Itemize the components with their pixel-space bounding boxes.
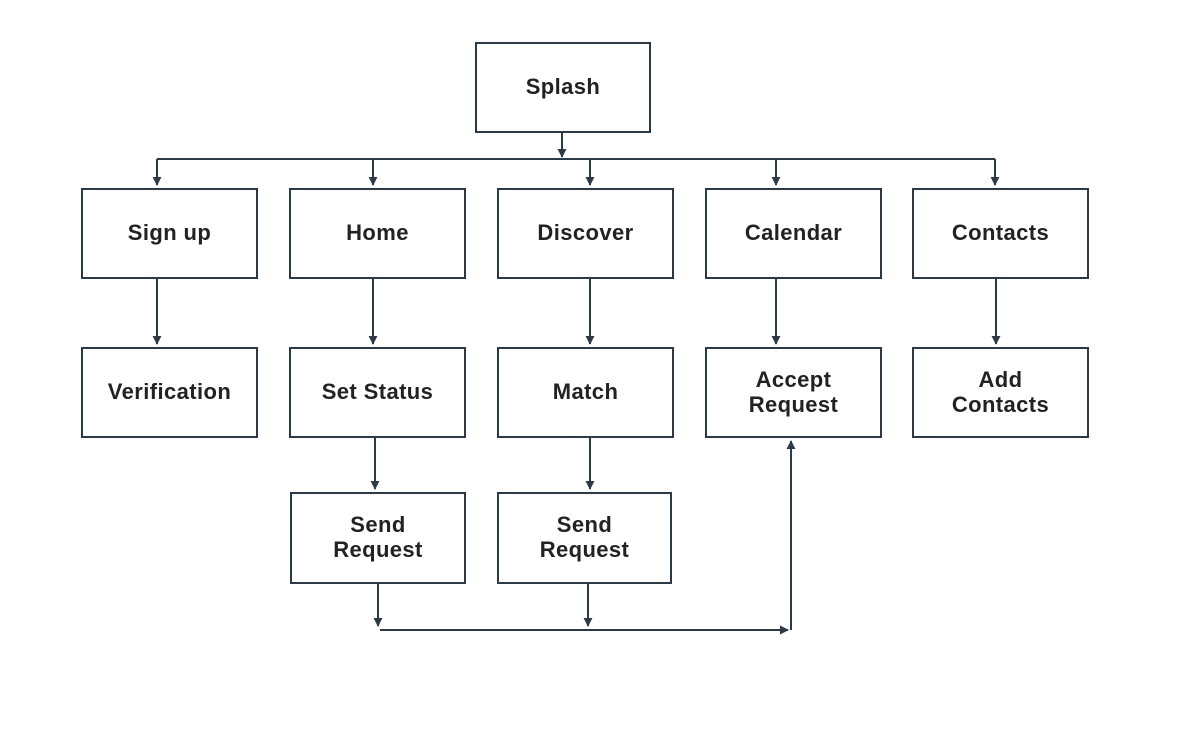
node-match: Match [497, 347, 674, 438]
node-accept-request: Accept Request [705, 347, 882, 438]
node-label-verification: Verification [107, 379, 232, 405]
node-label-splash: Splash [525, 74, 601, 100]
node-label-home: Home [346, 220, 409, 246]
node-label-discover: Discover [537, 220, 634, 246]
node-contacts: Contacts [912, 188, 1089, 279]
node-label-accept-request: Accept Request [748, 366, 839, 417]
node-send-request-home: Send Request [290, 492, 466, 584]
node-label-contacts: Contacts [951, 220, 1050, 246]
node-add-contacts: Add Contacts [912, 347, 1089, 438]
node-set-status: Set Status [289, 347, 466, 438]
node-label-set-status: Set Status [321, 379, 434, 405]
node-label-calendar: Calendar [744, 220, 843, 246]
node-label-sign-up: Sign up [127, 220, 212, 246]
node-verification: Verification [81, 347, 258, 438]
node-splash: Splash [475, 42, 651, 133]
node-send-request-discover: Send Request [497, 492, 672, 584]
node-discover: Discover [497, 188, 674, 279]
node-label-add-contacts: Add Contacts [951, 366, 1050, 417]
node-label-send-request-home: Send Request [333, 512, 423, 562]
node-calendar: Calendar [705, 188, 882, 279]
node-label-match: Match [552, 379, 619, 405]
node-sign-up: Sign up [81, 188, 258, 279]
node-home: Home [289, 188, 466, 279]
node-label-send-request-discover: Send Request [539, 512, 630, 562]
